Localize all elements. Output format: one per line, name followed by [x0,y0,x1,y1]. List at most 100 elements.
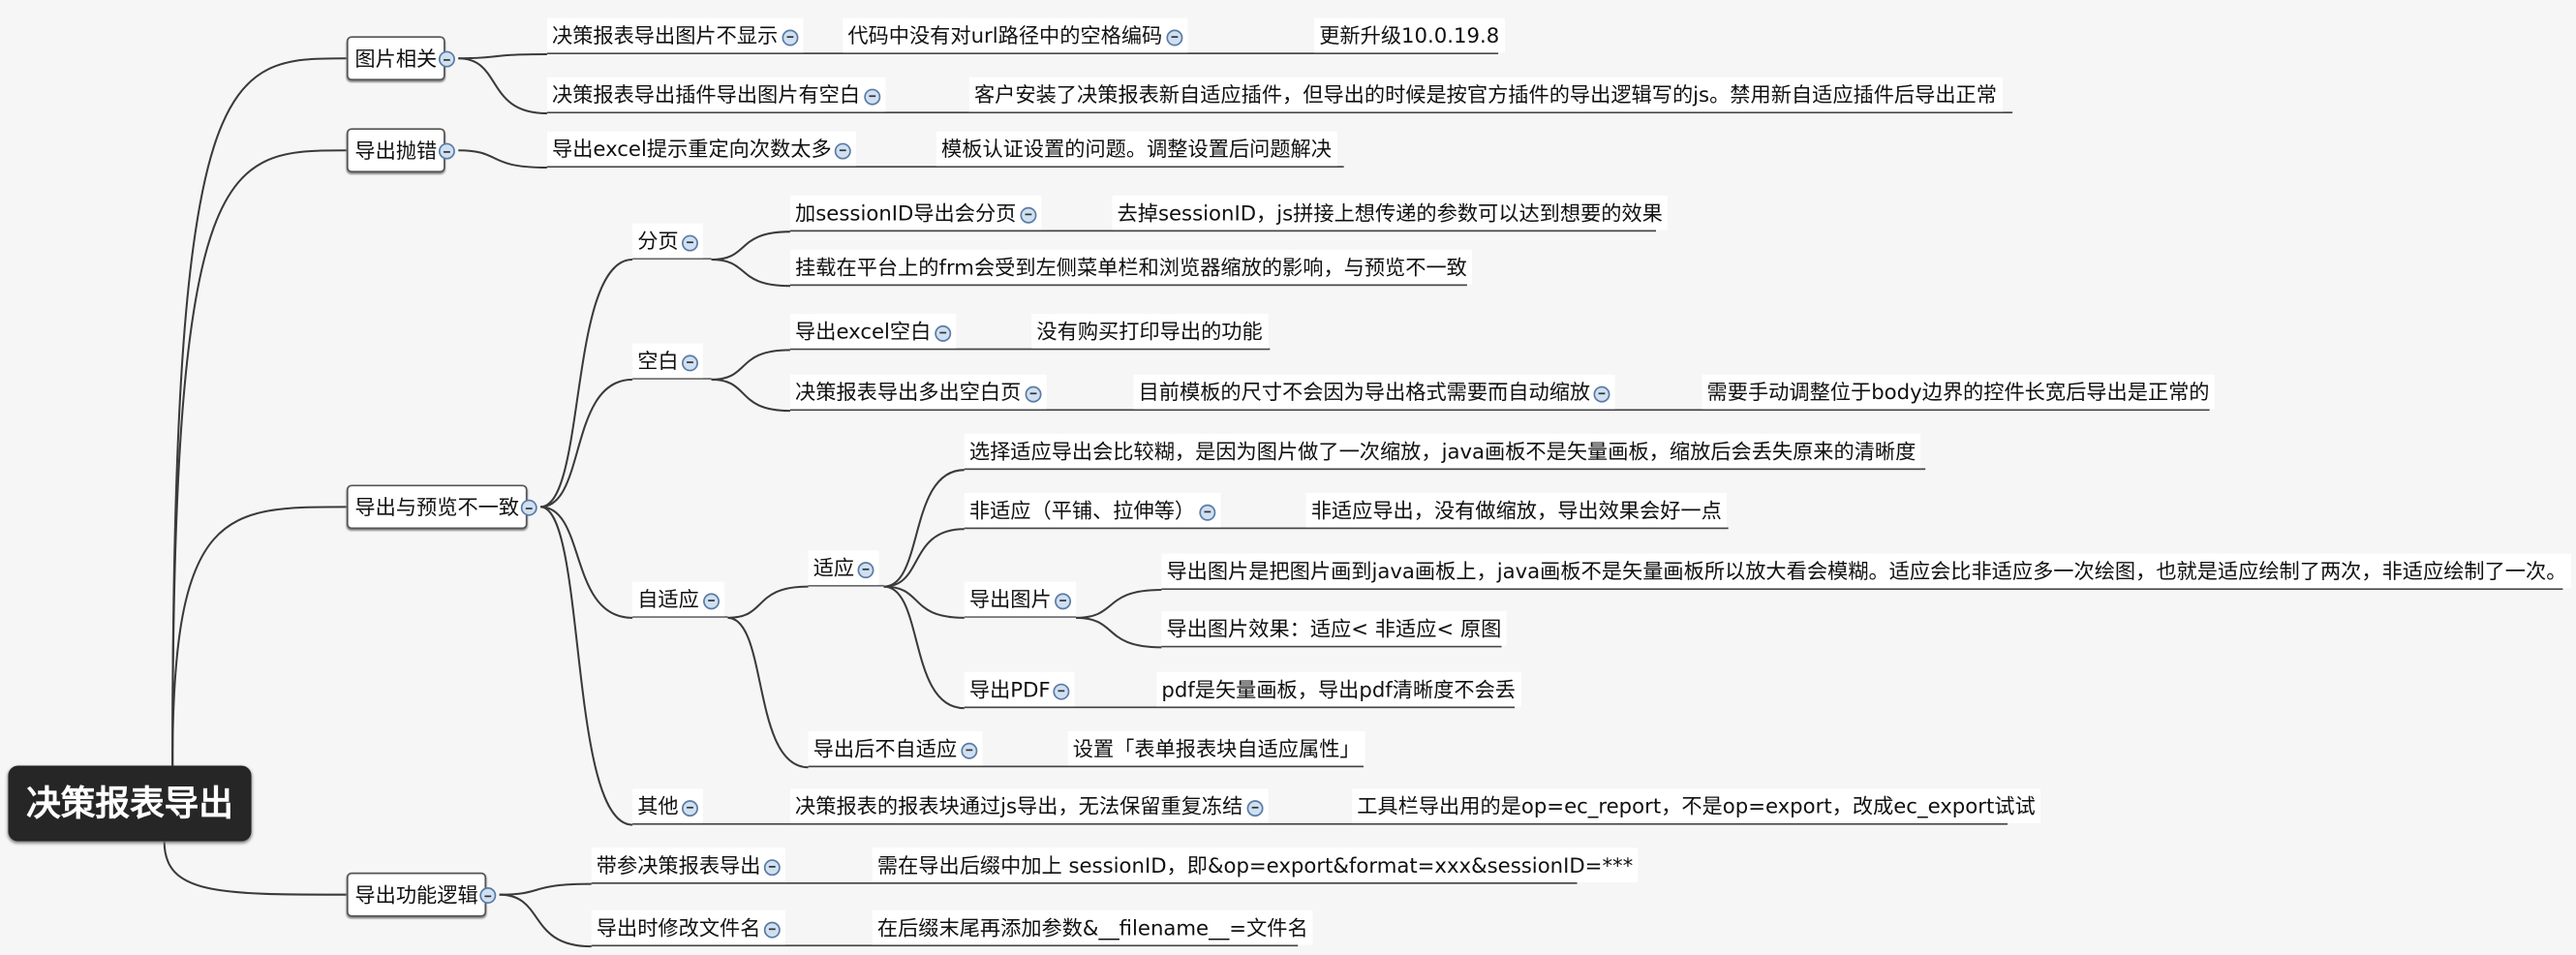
collapse-icon[interactable] [781,28,798,46]
topic[interactable]: 导出时修改文件名 [591,909,785,945]
topic-row: 决策报表导出图片不显示 代码中没有对url路径中的空格编码 更新升级10.0.1… [546,17,1505,54]
connector-line [171,57,347,766]
topic[interactable]: 导出图片是把图片画到java画板上，java画板不是矢量画板所以放大看会模糊。适… [1161,553,2572,589]
connector-line [499,882,592,896]
topic[interactable]: 带参决策报表导出 [591,847,785,882]
topic-row: 决策报表导出插件导出图片有空白 客户安装了决策报表新自适应插件，但导出的时候是按… [546,77,2013,114]
topic-row: 导出PDF pdf是矢量画板，导出pdf清晰度不会丢 [964,671,1521,709]
collapse-icon[interactable] [438,50,455,68]
branch-error[interactable]: 导出抛错 [346,128,455,173]
answer-topic[interactable]: 代码中没有对url路径中的空格编码 [843,17,1187,53]
collapse-icon[interactable] [682,354,698,371]
topic[interactable]: 选择适应导出会比较糊，是因为图片做了一次缩放，java画板不是矢量画板，缩放后会… [964,433,1921,469]
collapse-icon[interactable] [682,799,698,816]
collapse-icon[interactable] [763,858,781,876]
answer-topic[interactable]: 没有购买打印导出的功能 [1031,314,1268,349]
topic-text: 决策报表导出插件导出图片有空白 [551,81,861,108]
subtopic-fit: 适应 [808,550,884,587]
branch-label: 图片相关 [354,46,438,71]
connector-line [171,506,347,766]
collapse-icon[interactable] [1198,503,1215,520]
connector-line [1076,588,1162,619]
connector-line [711,378,790,413]
collapse-icon[interactable] [682,233,698,251]
topic[interactable]: 挂载在平台上的frm会受到左侧菜单栏和浏览器缩放的影响，与预览不一致 [789,249,1472,285]
collapse-icon[interactable] [960,741,977,758]
topic-text: 导出后不自适应 [813,735,958,761]
topic[interactable]: 导出图片效果：适应< 非适应< 原图 [1161,611,1507,646]
topic[interactable]: 分页 [632,223,704,259]
connector-line [499,893,592,948]
topic[interactable]: 决策报表导出图片不显示 [546,17,803,53]
answer-topic[interactable]: 需在导出后缀中加上 sessionID，即&op=export&format=x… [872,847,1639,882]
answer-topic[interactable]: 客户安装了决策报表新自适应插件，但导出的时候是按官方插件的导出逻辑写的js。禁用… [968,77,2003,112]
answer-topic[interactable]: pdf是矢量画板，导出pdf清晰度不会丢 [1156,671,1521,707]
connector-line [458,57,547,115]
topic[interactable]: 决策报表导出插件导出图片有空白 [546,77,885,112]
topic-row: 导出后不自适应 设置「表单报表块自适应属性」 [808,730,1365,768]
collapse-icon[interactable] [763,920,781,938]
topic-row: 非适应（平铺、拉伸等） 非适应导出，没有做缩放，导出效果会好一点 [964,492,1729,530]
connector-line [711,231,790,262]
connector-line [883,585,965,710]
answer-topic[interactable]: 决策报表的报表块通过js导出，无法保留重复冻结 [789,788,1268,823]
connector-line [1076,616,1162,649]
topic[interactable]: 导出后不自适应 [808,730,982,766]
topic[interactable]: 导出图片 [964,581,1077,617]
connector-line [540,378,633,508]
topic[interactable]: 导出excel提示重定向次数太多 [546,131,857,167]
collapse-icon[interactable] [857,561,874,578]
topic[interactable]: 空白 [632,343,704,379]
topic[interactable]: 导出PDF [964,671,1076,707]
topic[interactable]: 自适应 [632,581,724,617]
answer-topic[interactable]: 在后缀末尾再添加参数&__filename__=文件名 [872,909,1313,945]
collapse-icon[interactable] [702,592,720,609]
connector-line [539,259,633,508]
topic[interactable]: 其他 [632,788,704,823]
collapse-icon[interactable] [1024,385,1041,402]
topic-row: 带参决策报表导出 需在导出后缀中加上 sessionID，即&op=export… [591,847,1639,884]
topic-row: 决策报表导出多出空白页 目前模板的尺寸不会因为导出格式需要而自动缩放 需要手动调… [789,374,2215,412]
answer-topic[interactable]: 设置「表单报表块自适应属性」 [1067,730,1365,766]
collapse-icon[interactable] [1245,799,1263,816]
topic-text: 适应 [813,555,855,580]
topic-text: 导出时修改文件名 [596,914,761,940]
answer-topic[interactable]: 工具栏导出用的是op=ec_report，不是op=export，改成ec_ex… [1352,788,2040,823]
answer-topic[interactable]: 模板认证设置的问题。调整设置后问题解决 [935,131,1337,167]
answer-topic[interactable]: 目前模板的尺寸不会因为导出格式需要而自动缩放 [1133,374,1615,410]
collapse-icon[interactable] [1019,205,1036,223]
answer-topic[interactable]: 非适应导出，没有做缩放，导出效果会好一点 [1305,492,1727,528]
collapse-icon[interactable] [479,887,497,905]
topic-text: 加sessionID导出会分页 [795,200,1017,226]
connector-line [883,528,965,588]
topic[interactable]: 适应 [808,550,879,585]
central-topic[interactable]: 决策报表导出 [8,765,252,842]
branch-logic[interactable]: 导出功能逻辑 [346,872,497,917]
collapse-icon[interactable] [835,141,852,159]
connector-line [711,349,790,381]
collapse-icon[interactable] [1593,385,1610,402]
collapse-icon[interactable] [520,499,537,516]
connector-line [458,149,547,169]
subtopic-pagination: 分页 [632,223,712,261]
collapse-icon[interactable] [934,324,951,342]
topic[interactable]: 导出excel空白 [789,314,956,349]
topic-row: 加sessionID导出会分页 去掉sessionID，js拼接上想传递的参数可… [789,195,1668,232]
branch-image[interactable]: 图片相关 [346,36,455,81]
answer-topic[interactable]: 去掉sessionID，js拼接上想传递的参数可以达到想要的效果 [1112,195,1668,231]
collapse-icon[interactable] [1055,592,1072,609]
topic[interactable]: 决策报表导出多出空白页 [789,374,1046,410]
collapse-icon[interactable] [863,87,880,105]
answer-topic[interactable]: 需要手动调整位于body边界的控件长宽后导出是正常的 [1702,374,2215,410]
branch-mismatch[interactable]: 导出与预览不一致 [346,484,537,530]
collapse-icon[interactable] [1165,28,1182,46]
collapse-icon[interactable] [438,142,455,160]
topic[interactable]: 加sessionID导出会分页 [789,195,1041,231]
connector-line [711,259,790,288]
connector-line [163,841,347,896]
topic-text: 决策报表导出多出空白页 [795,379,1022,405]
collapse-icon[interactable] [1054,682,1070,699]
topic[interactable]: 非适应（平铺、拉伸等） [964,492,1220,528]
answer-topic[interactable]: 更新升级10.0.19.8 [1314,17,1505,53]
